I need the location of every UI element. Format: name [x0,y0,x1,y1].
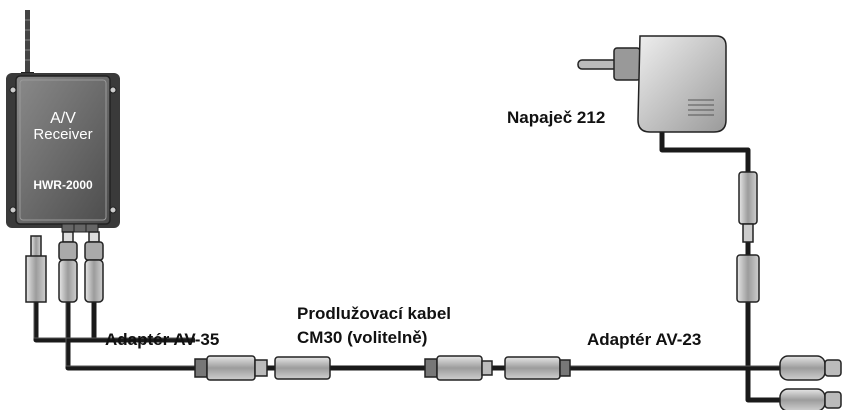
rca-plug-video-tip [62,231,74,243]
adapter-av23-body [504,356,561,380]
rca-plug-audio-tip [88,231,100,243]
adapter-av35-body [206,355,256,381]
dc-plug-receiver [25,255,47,303]
rca-plug-video [58,259,78,303]
power-supply [577,35,727,133]
receiver-body [15,75,111,225]
receiver-plugs [25,231,104,303]
rca-socket-lower [779,388,826,410]
label-adapter-av35: Adaptér AV-35 [105,330,220,349]
label-extension-line1: Prodlužovací kabel [297,304,451,323]
extension-plug-right [436,355,483,381]
extension-cable [274,355,493,381]
extension-plug-left [274,356,331,380]
receiver [6,10,120,233]
power-connectors [736,171,760,303]
receiver-model: HWR-2000 [33,178,93,192]
label-extension-line2: CM30 (volitelně) [297,328,428,347]
power-supply-body [637,35,727,133]
cable-power [659,128,751,172]
receiver-title-line2: Receiver [33,126,93,143]
label-adapter-av23: Adaptér AV-23 [587,330,702,349]
dc-plug-receiver-tip [30,235,42,259]
cable-highlights [33,302,780,367]
antenna [25,10,30,78]
power-dc-socket [736,254,760,303]
cable-video-receiver [65,302,195,371]
cable-dc-receiver [33,302,195,343]
power-dc-plug [738,171,758,225]
receiver-title-line1: A/V [50,110,76,127]
rca-socket-upper [779,355,826,381]
adapter-av23 [504,355,842,410]
label-power-supply: Napaječ 212 [507,108,606,127]
adapter-av35 [194,355,268,381]
rca-plug-audio [84,259,104,303]
cable-av23-down [745,302,780,403]
cables [33,128,780,403]
